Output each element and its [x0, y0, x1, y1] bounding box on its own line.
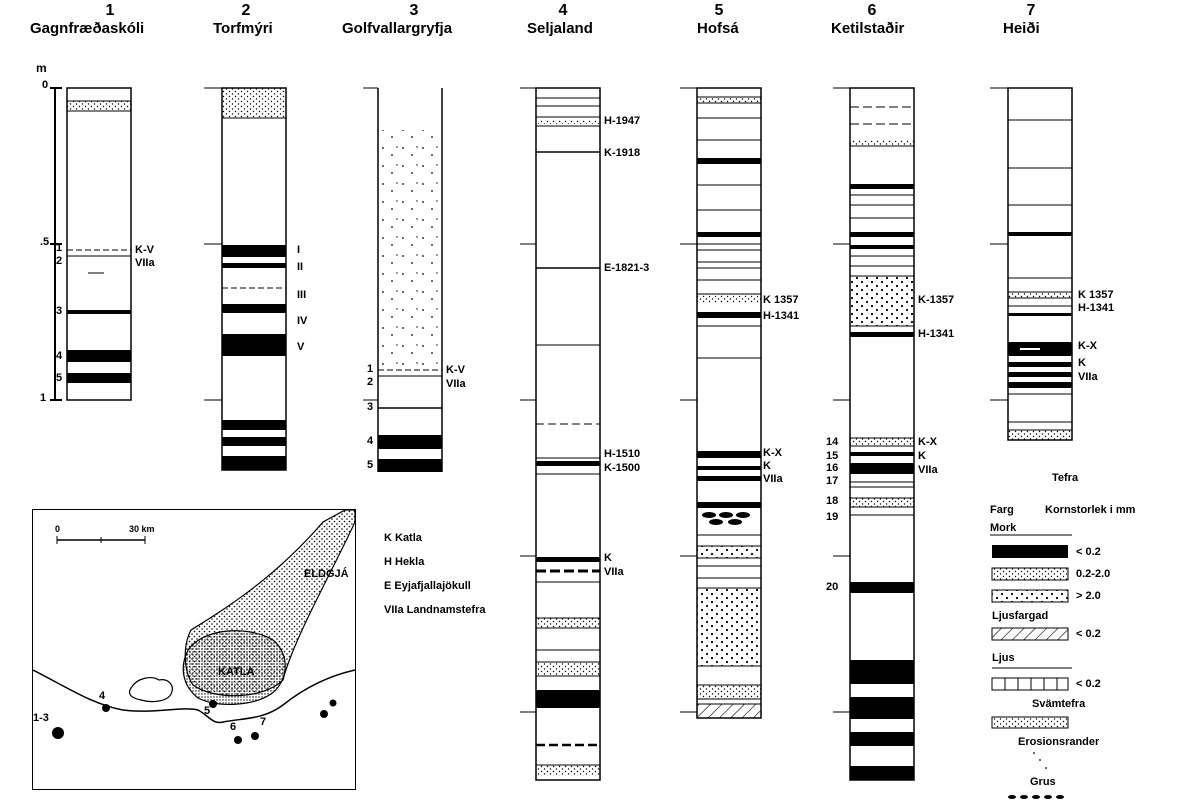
col6-layer-17: 17 — [826, 476, 838, 487]
col6-tag-kx: K-X — [918, 437, 937, 448]
legend-item-medium: 0.2-2.0 — [1076, 568, 1110, 580]
col2-tag-ii: II — [297, 262, 303, 273]
col6-layer-15: 15 — [826, 451, 838, 462]
col4-tag-k1918: K-1918 — [604, 148, 640, 159]
legend-symbols — [990, 535, 1072, 799]
legend-group-ljus: Ljus — [992, 652, 1015, 664]
legend-item-coarse: > 2.0 — [1076, 590, 1101, 602]
col3-tag-viia: VIIa — [446, 379, 466, 390]
column-5-section — [680, 88, 761, 718]
col7-tag-k1357: K 1357 — [1078, 290, 1113, 301]
col4-tag-h1510: H-1510 — [604, 449, 640, 460]
abbrev-hekla: H Hekla — [384, 557, 424, 568]
legend-dots-medium — [992, 568, 1068, 580]
col3-layer-4: 4 — [367, 436, 373, 447]
col6-tag-k: K — [918, 451, 926, 462]
col6-layer-16: 16 — [826, 463, 838, 474]
col3-layer-3: 3 — [367, 402, 373, 413]
legend-item-ljusfargad: < 0.2 — [1076, 628, 1101, 640]
col5-tag-viia: VIIa — [763, 474, 783, 485]
col1-layer-2: 2 — [56, 256, 62, 267]
column-4-section — [520, 88, 600, 780]
col5-tag-k1357: K 1357 — [763, 295, 798, 306]
col6-layer-19: 19 — [826, 512, 838, 523]
col3-tag-kv: K-V — [446, 365, 465, 376]
legend-hatch — [992, 628, 1068, 640]
legend-item-fine: < 0.2 — [1076, 546, 1101, 558]
column-1-section — [67, 88, 131, 400]
col3-layer-2: 2 — [367, 377, 373, 388]
map-scale-start: 0 — [55, 524, 60, 535]
col1-tag-viia: VIIa — [135, 258, 155, 269]
col1-layer-1: 1 — [56, 243, 62, 254]
legend-header-right: Kornstorlek i mm — [1045, 504, 1135, 516]
col2-tag-v: V — [297, 342, 304, 353]
col3-layer-5: 5 — [367, 460, 373, 471]
col7-tag-viia: VIIa — [1078, 372, 1098, 383]
col5-tag-h1341: H-1341 — [763, 311, 799, 322]
col6-tag-k1357: K-1357 — [918, 295, 954, 306]
legend-group-mork: Mork — [990, 522, 1016, 534]
map-site-4: 4 — [99, 691, 105, 702]
legend-item-ljus: < 0.2 — [1076, 678, 1101, 690]
col1-layer-4: 4 — [56, 351, 62, 362]
col6-layer-20: 20 — [826, 582, 838, 593]
col6-tag-h1341: H-1341 — [918, 329, 954, 340]
col2-tag-i: I — [297, 245, 300, 256]
legend-svamtefra — [992, 717, 1068, 728]
map-label-eldgja: ELDGJÁ — [304, 569, 349, 580]
abbrev-landnamstefra: VIIa Landnamstefra — [384, 605, 485, 616]
location-map: 0 30 km ELDGJÁ KATLA 1-3 4 5 6 7 — [32, 509, 356, 790]
legend-title: Tefra — [1052, 472, 1078, 484]
column-7-section — [990, 88, 1072, 440]
col3-layer-1: 1 — [367, 364, 373, 375]
col2-tag-iv: IV — [297, 316, 307, 327]
legend-erosion-label: Erosionsrander — [1018, 736, 1099, 748]
legend-group-ljusfargad: Ljusfargad — [992, 610, 1048, 622]
col5-tag-kx: K-X — [763, 448, 782, 459]
map-site-7: 7 — [260, 717, 266, 728]
col4-tag-viia: VIIa — [604, 567, 624, 578]
legend-svamtefra-label: Svämtefra — [1032, 698, 1085, 710]
col1-layer-5: 5 — [56, 373, 62, 384]
legend-grus-label: Grus — [1030, 776, 1056, 788]
legend-black-fine — [992, 545, 1068, 558]
col2-tag-iii: III — [297, 290, 306, 301]
abbrev-katla: K Katla — [384, 533, 422, 544]
col7-tag-kx: K-X — [1078, 341, 1097, 352]
col5-tag-k: K — [763, 461, 771, 472]
abbrev-eyjafjallajokull: E Eyjafjallajökull — [384, 581, 471, 592]
map-site-5: 5 — [204, 706, 210, 717]
map-label-katla: KATLA — [218, 667, 254, 678]
col4-tag-h1947: H-1947 — [604, 116, 640, 127]
col7-tag-k: K — [1078, 358, 1086, 369]
column-2-section — [204, 88, 286, 470]
map-site-1-3: 1-3 — [33, 713, 49, 724]
col6-layer-18: 18 — [826, 496, 838, 507]
col4-tag-e1821: E-1821-3 — [604, 263, 649, 274]
col6-layer-14: 14 — [826, 437, 838, 448]
column-3-section — [363, 88, 442, 472]
col4-tag-k1500: K-1500 — [604, 463, 640, 474]
col1-layer-3: 3 — [56, 306, 62, 317]
col7-tag-h1341: H-1341 — [1078, 303, 1114, 314]
legend-header-left: Farg — [990, 504, 1014, 516]
map-site-6: 6 — [230, 722, 236, 733]
col6-tag-viia: VIIa — [918, 465, 938, 476]
column-6-section — [833, 88, 914, 780]
col1-tag-kv: K-V — [135, 245, 154, 256]
map-drawing — [33, 510, 355, 789]
map-scale-end: 30 km — [129, 524, 155, 535]
col4-tag-k: K — [604, 553, 612, 564]
legend-dots-coarse — [992, 590, 1068, 602]
